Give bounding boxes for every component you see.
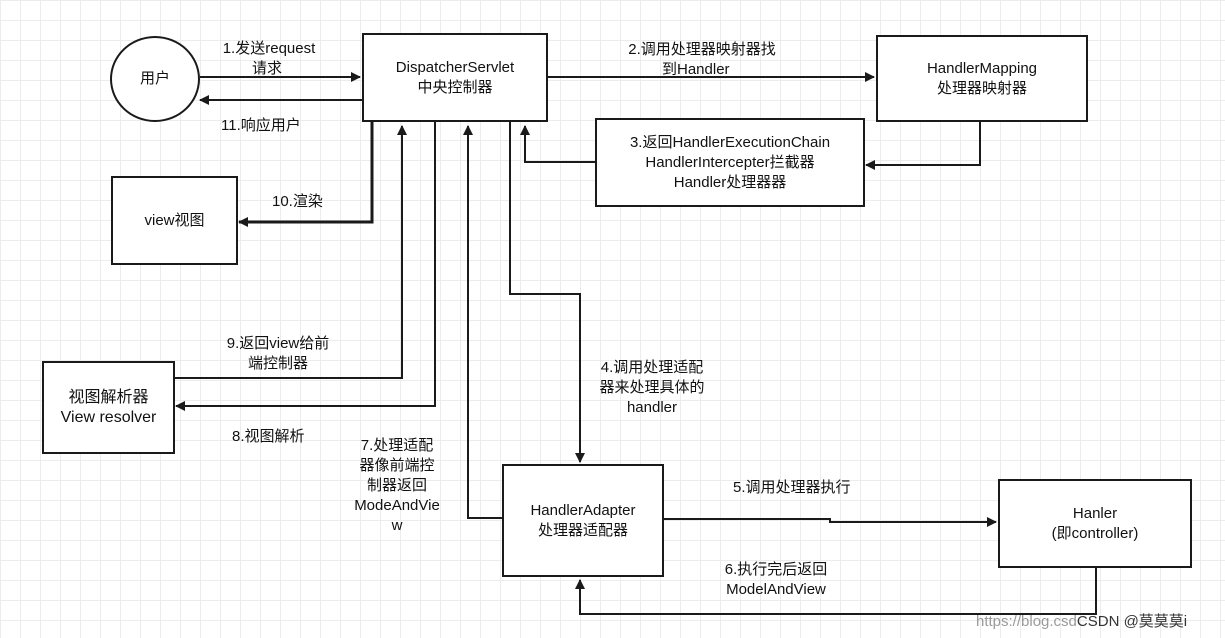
dispatcher-name: DispatcherServlet	[396, 58, 514, 78]
step-6-label: 6.执行完后返回 ModelAndView	[706, 560, 846, 600]
step-1-line-2: 请求	[204, 59, 334, 79]
handler-mapping-node: HandlerMapping 处理器映射器	[876, 35, 1088, 122]
handler-desc: (即controller)	[1052, 524, 1139, 544]
step-9-label: 9.返回view给前 端控制器	[212, 334, 344, 374]
handler-execution-chain-node: 3.返回HandlerExecutionChain HandlerInterce…	[595, 118, 865, 207]
view-node: view视图	[111, 176, 238, 265]
step-9-line-1: 9.返回view给前	[212, 334, 344, 354]
step-2-line-1: 2.调用处理器映射器找	[612, 40, 792, 60]
mapping-desc: 处理器映射器	[937, 79, 1027, 99]
step-7-line-2: 器像前端控	[344, 456, 450, 476]
step-6-line-1: 6.执行完后返回	[706, 560, 846, 580]
step-2-line-2: 到Handler	[612, 60, 792, 80]
handler-name: Hanler	[1073, 504, 1117, 524]
mapping-name: HandlerMapping	[927, 59, 1037, 79]
arrow-call-adapter	[510, 122, 580, 462]
step-7-label: 7.处理适配 器像前端控 制器返回 ModeAndVie w	[344, 436, 450, 536]
chain-line-2: HandlerIntercepter拦截器	[645, 153, 814, 173]
step-10-text: 10.渲染	[272, 192, 323, 212]
resolver-desc: View resolver	[61, 408, 157, 428]
step-9-line-2: 端控制器	[212, 354, 344, 374]
step-4-line-3: handler	[588, 398, 716, 418]
view-resolver-node: 视图解析器 View resolver	[42, 361, 175, 454]
step-4-label: 4.调用处理适配 器来处理具体的 handler	[588, 358, 716, 418]
step-11-text: 11.响应用户	[221, 116, 301, 136]
handler-adapter-node: HandlerAdapter 处理器适配器	[502, 464, 664, 577]
step-7-line-4: ModeAndVie	[344, 496, 450, 516]
step-4-line-2: 器来处理具体的	[588, 378, 716, 398]
handler-controller-node: Hanler (即controller)	[998, 479, 1192, 568]
step-5-text: 5.调用处理器执行	[733, 478, 851, 498]
watermark-url: https://blog.csd	[976, 613, 1077, 630]
step-7-line-5: w	[344, 516, 450, 536]
arrow-chain-return	[525, 126, 595, 162]
step-11-label: 11.响应用户	[221, 116, 301, 136]
step-2-label: 2.调用处理器映射器找 到Handler	[612, 40, 792, 80]
user-node: 用户	[110, 36, 200, 122]
watermark-brand: CSDN @莫莫莫i	[1077, 613, 1187, 630]
step-1-label: 1.发送request 请求	[204, 39, 334, 79]
step-6-line-2: ModelAndView	[706, 580, 846, 600]
user-label: 用户	[140, 69, 170, 89]
step-10-label: 10.渲染	[272, 192, 323, 212]
step-7-line-3: 制器返回	[344, 476, 450, 496]
step-7-line-1: 7.处理适配	[344, 436, 450, 456]
resolver-name: 视图解析器	[68, 388, 148, 408]
step-5-label: 5.调用处理器执行	[733, 478, 851, 498]
watermark: https://blog.csdCSDN @莫莫莫i	[976, 610, 1187, 631]
dispatcher-desc: 中央控制器	[417, 78, 492, 98]
chain-line-3: Handler处理器器	[674, 173, 787, 193]
adapter-name: HandlerAdapter	[530, 501, 635, 521]
chain-line-1: 3.返回HandlerExecutionChain	[630, 133, 830, 153]
arrow-mapping-to-chain	[866, 122, 980, 165]
step-4-line-1: 4.调用处理适配	[588, 358, 716, 378]
arrow-execute	[664, 519, 996, 522]
adapter-desc: 处理器适配器	[538, 521, 628, 541]
arrow-adapter-return	[468, 126, 502, 518]
view-label: view视图	[144, 211, 204, 231]
step-8-text: 8.视图解析	[232, 427, 305, 447]
step-1-line-1: 1.发送request	[204, 39, 334, 59]
step-8-label: 8.视图解析	[232, 427, 305, 447]
dispatcher-servlet-node: DispatcherServlet 中央控制器	[362, 33, 548, 122]
